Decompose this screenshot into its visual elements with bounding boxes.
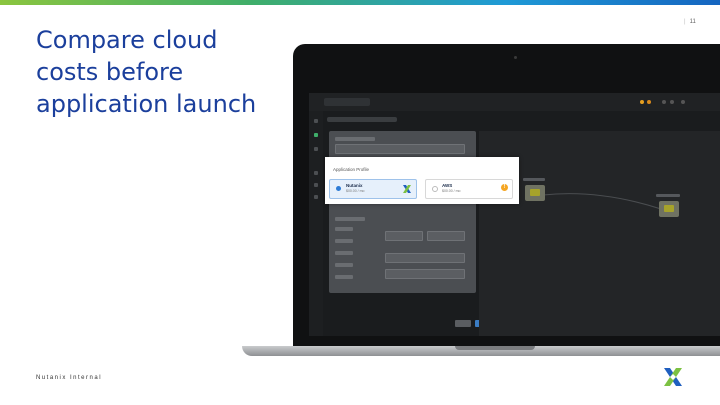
profile-option-cost: $00.00 / mo [346,189,365,193]
help-icon[interactable] [662,100,666,104]
radio-selected-icon[interactable] [336,186,341,191]
sidebar-icon-blueprints[interactable] [314,147,318,151]
profile-option-name: Nutanix [346,183,363,188]
slide-title: Compare cloud costs before application l… [36,26,257,118]
radio-unselected-icon[interactable] [432,186,438,192]
alert-icon[interactable] [640,100,644,104]
footer-label: Nutanix Internal [36,375,103,381]
connection-line [542,193,662,210]
form-panel [329,131,492,327]
top-accent-bar [0,0,720,5]
profile-option-aws[interactable]: AWS $00.00 / mo ! [425,179,513,199]
blueprint-canvas[interactable] [479,131,720,336]
settings-icon[interactable] [670,100,674,104]
app-sidebar [309,111,323,336]
profile-option-cost: $00.00 / mo [442,189,461,193]
sidebar-icon-settings[interactable] [314,195,318,199]
sidebar-icon-apps[interactable] [314,133,318,137]
node-label [656,194,680,197]
search-input[interactable] [324,98,370,106]
form-nav-item[interactable] [335,227,353,231]
form-field-input[interactable] [335,144,465,154]
sidebar-icon-home[interactable] [314,119,318,123]
laptop-screen [309,93,720,336]
sidebar-icon-projects[interactable] [314,183,318,187]
warning-icon: ! [501,184,508,191]
form-section-label [335,217,365,221]
user-menu-icon[interactable] [681,100,685,104]
form-nav-item[interactable] [335,251,353,255]
application-profile-label: Application Profile [333,167,370,172]
service-node-db[interactable] [659,201,679,217]
nutanix-logo-icon [664,368,682,386]
node-label [523,178,545,181]
page-number: |11 [684,19,696,25]
cancel-button[interactable] [455,320,471,327]
notification-icon[interactable] [647,100,651,104]
profile-option-name: AWS [442,183,453,188]
laptop-base-notch [455,346,535,350]
form-field-input[interactable] [385,253,465,263]
form-field-label [335,137,375,141]
form-field-input[interactable] [385,231,423,241]
profile-option-nutanix[interactable]: Nutanix $00.00 / mo [329,179,417,199]
application-profile-card: Application Profile Nutanix $00.00 / mo … [325,157,519,204]
form-field-input[interactable] [385,269,465,279]
service-node-web[interactable] [525,185,545,201]
nutanix-x-icon [403,185,411,193]
breadcrumb [327,117,397,122]
laptop-camera [514,56,517,59]
form-nav-item[interactable] [335,275,353,279]
laptop-base [242,346,720,356]
form-nav-item[interactable] [335,263,353,267]
sidebar-icon-marketplace[interactable] [314,171,318,175]
form-field-input[interactable] [427,231,465,241]
app-top-bar [309,93,720,111]
form-nav-item[interactable] [335,239,353,243]
